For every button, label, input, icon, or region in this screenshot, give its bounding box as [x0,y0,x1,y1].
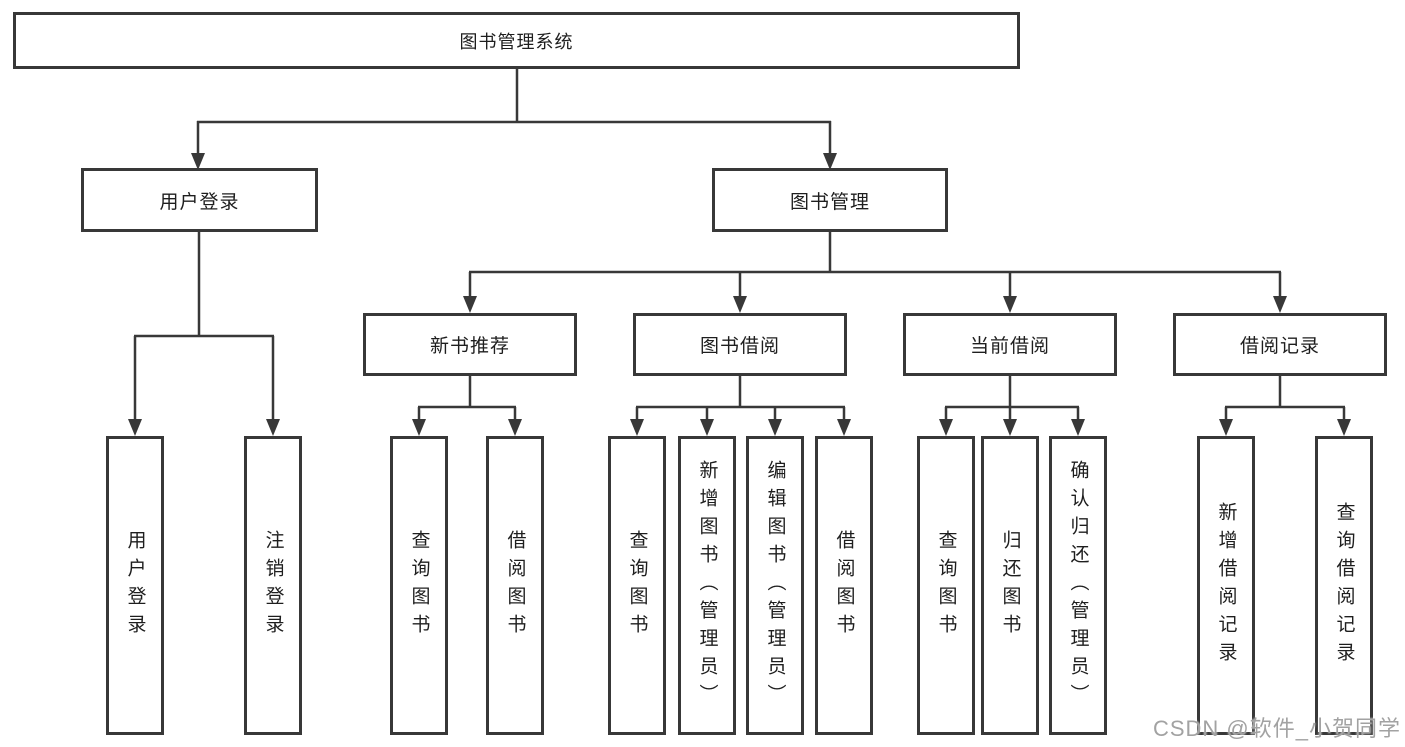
leaf-borrow-books-recommend-label: 借阅图书 [504,529,526,642]
leaf-query-books-current: 查询图书 [917,436,975,735]
leaf-query-books-borrow-label: 查询图书 [626,529,648,642]
arrow-down-icon [1003,296,1017,313]
node-root-system: 图书管理系统 [13,12,1020,69]
connector-user-login-branch [133,232,275,421]
arrow-down-icon [266,419,280,436]
node-new-book-recommend: 新书推荐 [363,313,577,376]
node-user-login-label: 用户登录 [159,191,240,213]
leaf-borrow-books-recommend: 借阅图书 [486,436,544,735]
arrow-down-icon [1337,419,1351,436]
arrow-down-icon [191,153,205,170]
node-borrow-records-label: 借阅记录 [1239,336,1320,357]
arrow-down-icon [768,419,782,436]
node-current-borrow-label: 当前借阅 [969,336,1050,357]
connector-book-borrow-branch [635,376,846,421]
arrow-down-icon [823,153,837,170]
node-book-management: 图书管理 [712,168,948,232]
leaf-return-books-label: 归还图书 [999,529,1021,642]
leaf-add-book-admin: 新增图书（管理员） [678,436,736,735]
node-book-management-label: 图书管理 [789,191,870,213]
leaf-query-books-current-label: 查询图书 [935,529,957,642]
node-new-book-recommend-label: 新书推荐 [429,336,510,357]
leaf-confirm-return-admin-label: 确认归还（管理员） [1067,459,1089,712]
leaf-edit-book-admin: 编辑图书（管理员） [746,436,804,735]
arrow-down-icon [630,419,644,436]
leaf-borrow-books-label: 借阅图书 [833,529,855,642]
connector-current-borrow-branch [944,376,1080,421]
leaf-logout: 注销登录 [244,436,302,735]
arrow-down-icon [1071,419,1085,436]
connector-root-to-level2 [196,69,832,157]
connector-borrow-records-branch [1224,376,1346,421]
node-root-system-label: 图书管理系统 [459,31,574,52]
leaf-confirm-return-admin: 确认归还（管理员） [1049,436,1107,735]
connector-book-management-branch [468,232,1282,298]
arrow-down-icon [1219,419,1233,436]
arrow-down-icon [412,419,426,436]
node-current-borrow: 当前借阅 [903,313,1117,376]
arrow-down-icon [128,419,142,436]
arrow-down-icon [939,419,953,436]
connector-new-book-recommend-branch [417,376,517,421]
leaf-query-books-recommend-label: 查询图书 [408,529,430,642]
arrow-down-icon [700,419,714,436]
node-book-borrow-label: 图书借阅 [699,336,780,357]
arrowheads [128,153,1351,436]
leaf-add-borrow-record: 新增借阅记录 [1197,436,1255,735]
leaf-borrow-books: 借阅图书 [815,436,873,735]
node-borrow-records: 借阅记录 [1173,313,1387,376]
arrow-down-icon [1003,419,1017,436]
leaf-add-book-admin-label: 新增图书（管理员） [696,459,718,712]
node-user-login: 用户登录 [81,168,318,232]
arrow-down-icon [463,296,477,313]
leaf-query-books-borrow: 查询图书 [608,436,666,735]
leaf-query-borrow-record-label: 查询借阅记录 [1333,501,1355,670]
node-book-borrow: 图书借阅 [633,313,847,376]
leaf-user-login-label: 用户登录 [124,529,146,642]
leaf-query-borrow-record: 查询借阅记录 [1315,436,1373,735]
leaf-add-borrow-record-label: 新增借阅记录 [1215,501,1237,670]
arrow-down-icon [837,419,851,436]
leaf-return-books: 归还图书 [981,436,1039,735]
arrow-down-icon [1273,296,1287,313]
arrow-down-icon [733,296,747,313]
watermark-text: CSDN @软件_小贺同学 [1152,716,1401,741]
leaf-user-login: 用户登录 [106,436,164,735]
arrow-down-icon [508,419,522,436]
leaf-edit-book-admin-label: 编辑图书（管理员） [764,459,786,712]
leaf-logout-label: 注销登录 [262,529,284,642]
leaf-query-books-recommend: 查询图书 [390,436,448,735]
